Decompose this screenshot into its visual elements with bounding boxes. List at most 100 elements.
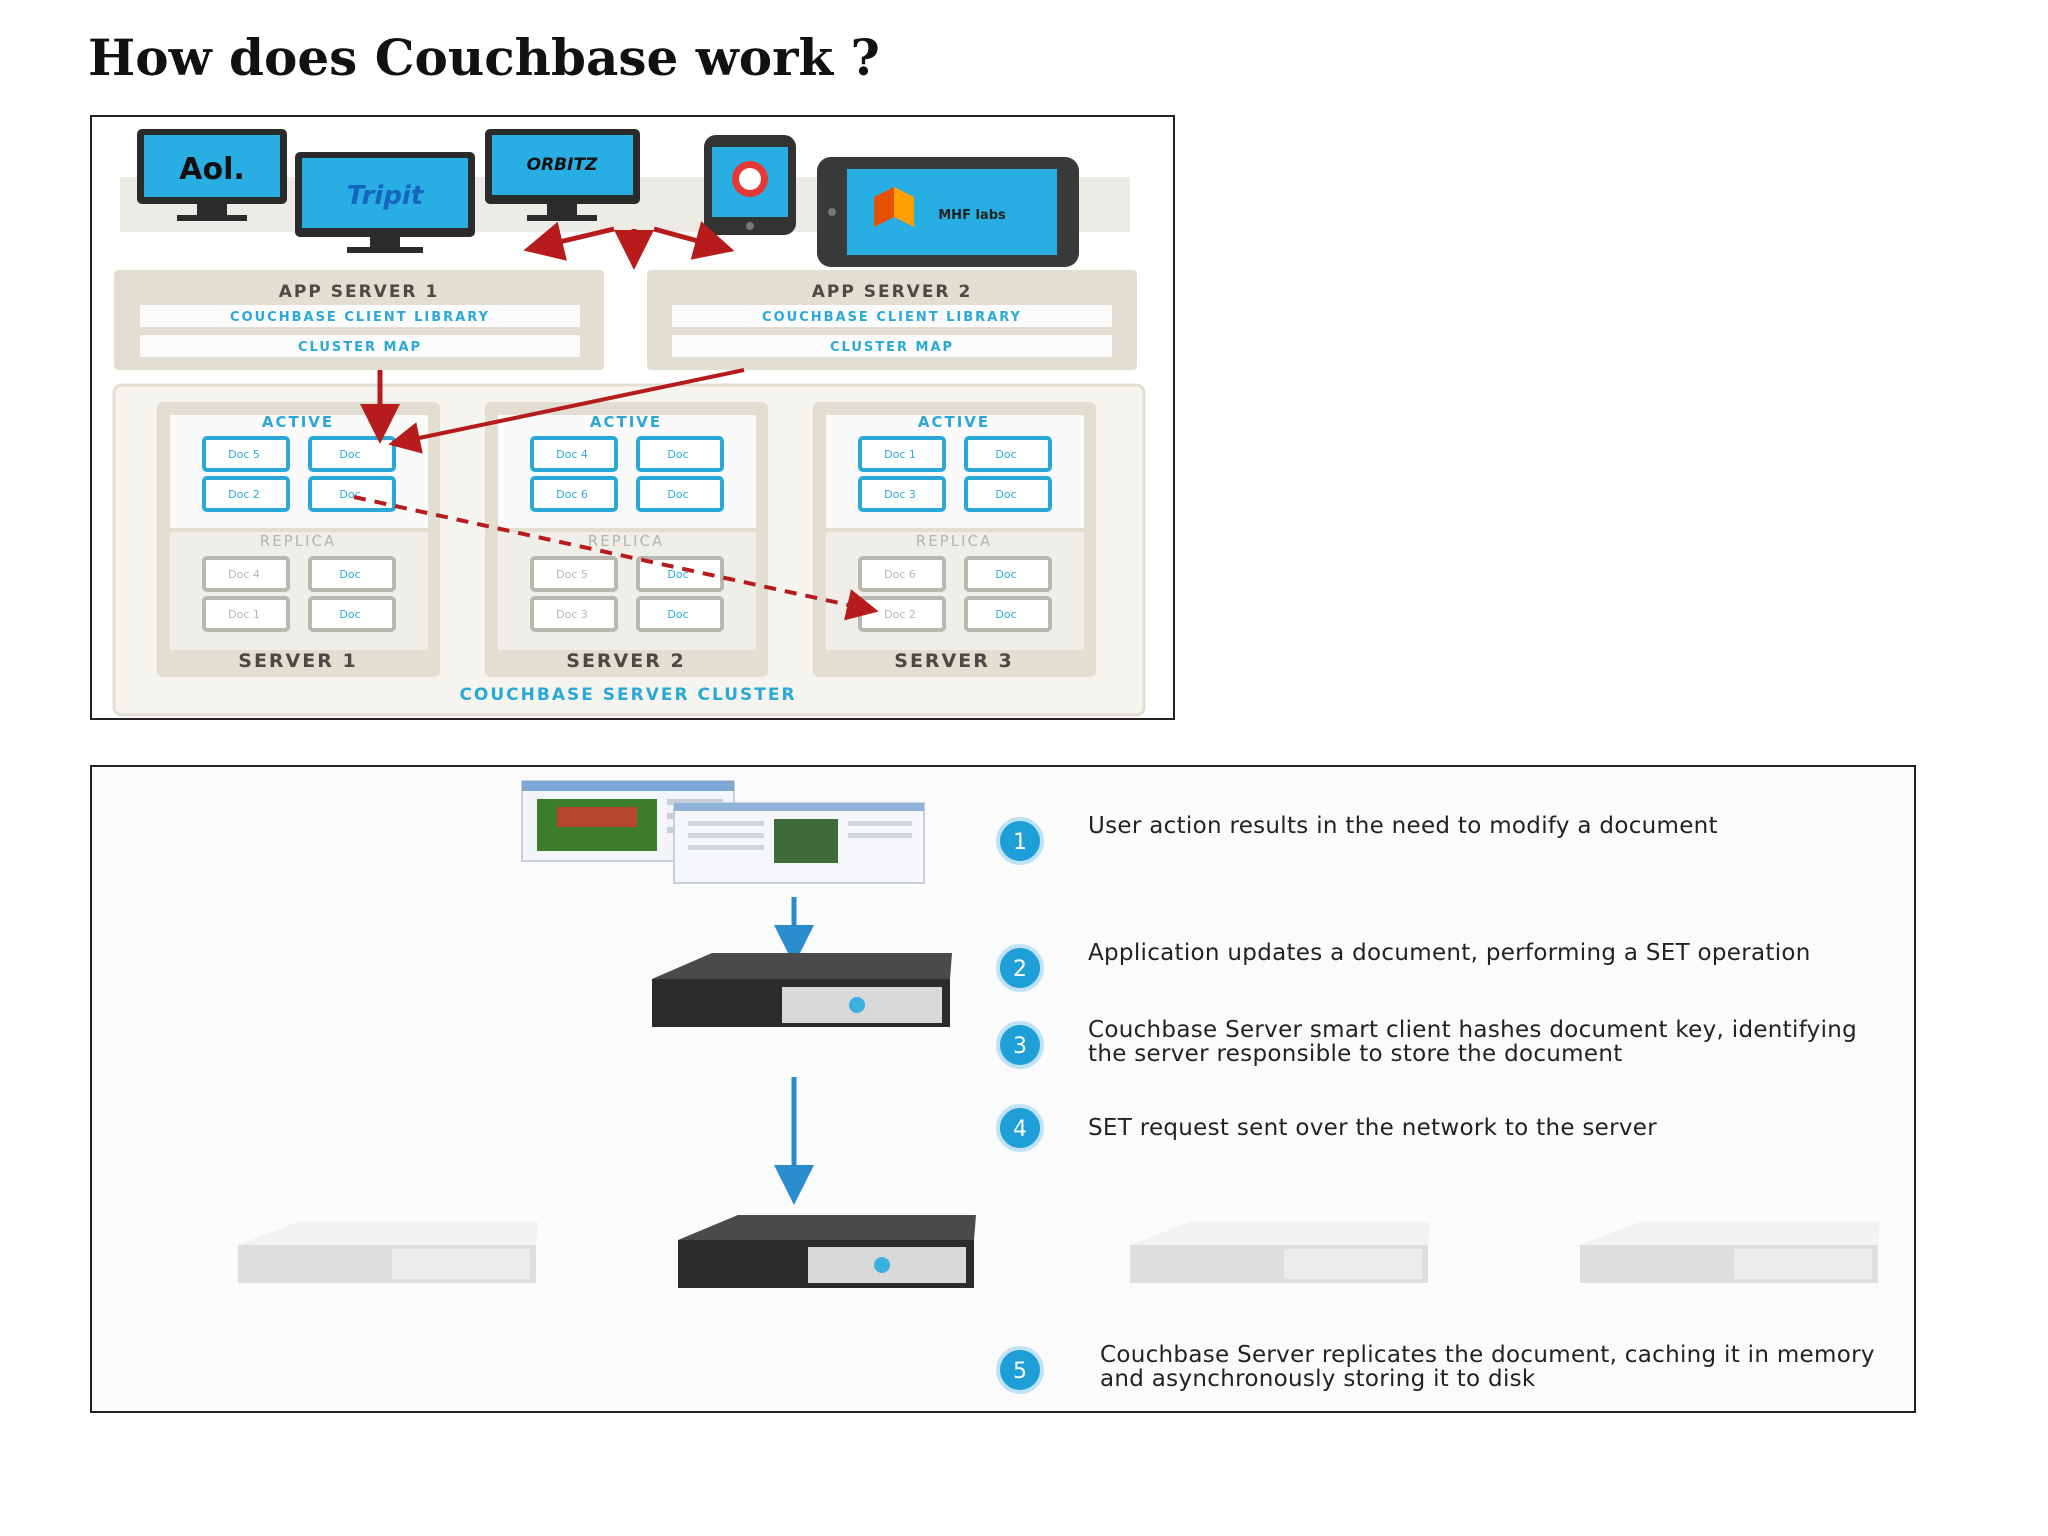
active-label: ACTIVE [590, 413, 662, 431]
replica-label: REPLICA [588, 532, 664, 550]
doc-icon: Doc 5 [202, 436, 290, 472]
tripit-logo-text: Tripit [347, 181, 425, 211]
doc-icon: Doc [636, 556, 724, 592]
doc-icon: Doc 3 [530, 596, 618, 632]
tripit-monitor: Tripit [295, 152, 475, 253]
doc-icon: Doc [964, 476, 1052, 512]
svg-text:Doc 1: Doc 1 [228, 608, 260, 621]
svg-text:Doc 1: Doc 1 [884, 448, 916, 461]
svg-text:1: 1 [1013, 830, 1027, 855]
svg-text:Doc: Doc [995, 608, 1016, 621]
doc-icon: Doc 1 [858, 436, 946, 472]
step-text-5: Couchbase Server replicates the document… [1100, 1342, 1875, 1392]
step-text-2: Application updates a document, performi… [1088, 940, 1811, 966]
replica-label: REPLICA [260, 532, 336, 550]
doc-icon: Doc [308, 476, 396, 512]
client-library-label: COUCHBASE CLIENT LIBRARY [230, 310, 490, 325]
step-badge-3: 3 [996, 1021, 1044, 1069]
svg-text:Doc 3: Doc 3 [884, 488, 916, 501]
doc-icon: Doc 4 [202, 556, 290, 592]
server-name: SERVER 2 [566, 650, 685, 672]
client-arrow-right [653, 221, 735, 260]
client-library-label: COUCHBASE CLIENT LIBRARY [762, 310, 1022, 325]
doc-icon: Doc [636, 476, 724, 512]
orbitz-monitor: ORBITZ [485, 129, 640, 221]
svg-text:Doc 2: Doc 2 [884, 608, 916, 621]
doc-icon: Doc [964, 436, 1052, 472]
orbitz-logo-text: ORBITZ [527, 155, 598, 175]
app-server-1: APP SERVER 1 COUCHBASE CLIENT LIBRARY CL… [114, 270, 604, 370]
active-label: ACTIVE [918, 413, 990, 431]
page-title: How does Couchbase work ? [88, 28, 880, 87]
doc-icon: Doc [964, 596, 1052, 632]
svg-text:3: 3 [1013, 1034, 1027, 1059]
svg-text:Doc: Doc [995, 488, 1016, 501]
svg-text:Doc: Doc [667, 608, 688, 621]
app-server-title: APP SERVER 2 [812, 282, 973, 302]
server-2: ACTIVE REPLICA SERVER 2 Doc 4 Doc Doc 6 … [485, 402, 768, 677]
step-badge-2: 2 [996, 944, 1044, 992]
step-badge-4: 4 [996, 1104, 1044, 1152]
doc-icon: Doc 5 [530, 556, 618, 592]
doc-icon: Doc 2 [858, 596, 946, 632]
svg-text:Doc 6: Doc 6 [884, 568, 916, 581]
svg-text:4: 4 [1013, 1117, 1027, 1142]
app-server-title: APP SERVER 1 [279, 282, 440, 302]
doc-icon: Doc [308, 556, 396, 592]
aol-logo-text: Aol. [179, 152, 245, 187]
step-text-1: User action results in the need to modif… [1088, 813, 1718, 839]
app-server-2: APP SERVER 2 COUCHBASE CLIENT LIBRARY CL… [647, 270, 1137, 370]
svg-text:Doc 4: Doc 4 [228, 568, 260, 581]
doc-icon: Doc 6 [858, 556, 946, 592]
couchbase-server-1 [238, 1222, 538, 1283]
svg-text:Doc 2: Doc 2 [228, 488, 260, 501]
browser-window-app [673, 802, 925, 884]
svg-text:Doc 5: Doc 5 [556, 568, 588, 581]
server-name: SERVER 3 [894, 650, 1013, 672]
phone [704, 135, 796, 235]
step-text-4: SET request sent over the network to the… [1088, 1115, 1658, 1141]
couchbase-server-2-active [678, 1215, 976, 1288]
svg-text:Doc: Doc [339, 448, 360, 461]
app2-to-server1-arrow [388, 368, 745, 454]
svg-text:Doc: Doc [339, 568, 360, 581]
server-name: SERVER 1 [238, 650, 357, 672]
couchbase-server-4 [1580, 1222, 1880, 1283]
server-1: ACTIVE REPLICA SERVER 1 Doc 5 Doc Doc 2 … [157, 402, 440, 677]
svg-text:Doc: Doc [995, 568, 1016, 581]
doc-icon: Doc [308, 596, 396, 632]
cluster-map-label: CLUSTER MAP [298, 340, 422, 355]
doc-icon: Doc [964, 556, 1052, 592]
cluster-label: COUCHBASE SERVER CLUSTER [459, 685, 796, 705]
svg-text:2: 2 [1013, 957, 1027, 982]
cluster-map-label: CLUSTER MAP [830, 340, 954, 355]
doc-icon: Doc 6 [530, 476, 618, 512]
client-arrow-left [523, 221, 615, 261]
svg-text:Doc: Doc [667, 448, 688, 461]
doc-icon: Doc 2 [202, 476, 290, 512]
svg-text:Doc: Doc [339, 608, 360, 621]
svg-text:Doc 5: Doc 5 [228, 448, 260, 461]
server-3: ACTIVE REPLICA SERVER 3 Doc 1 Doc Doc 3 … [813, 402, 1096, 677]
svg-text:Doc: Doc [995, 448, 1016, 461]
svg-text:Doc: Doc [667, 488, 688, 501]
doc-icon: Doc [308, 436, 396, 472]
doc-icon: Doc [636, 436, 724, 472]
couchbase-server-3 [1130, 1222, 1430, 1283]
svg-text:Doc 6: Doc 6 [556, 488, 588, 501]
svg-text:Doc: Doc [667, 568, 688, 581]
step-text-3: Couchbase Server smart client hashes doc… [1088, 1017, 1858, 1067]
step-badge-1: 1 [996, 817, 1044, 865]
svg-text:Doc 3: Doc 3 [556, 608, 588, 621]
step-badge-5: 5 [996, 1346, 1044, 1394]
couchbase-architecture-diagram: Aol. ORBITZ Tripit MHF labs [90, 115, 1175, 720]
set-operation-flow-diagram: 1 2 3 4 5 User action results in the nee… [90, 765, 1916, 1413]
replica-label: REPLICA [916, 532, 992, 550]
doc-icon: Doc 4 [530, 436, 618, 472]
doc-icon: Doc [636, 596, 724, 632]
replication-arrow [353, 495, 879, 621]
doc-icon: Doc 1 [202, 596, 290, 632]
tablet: MHF labs [817, 157, 1079, 267]
mhf-labs-logo-text: MHF labs [938, 208, 1006, 223]
doc-icon: Doc 3 [858, 476, 946, 512]
